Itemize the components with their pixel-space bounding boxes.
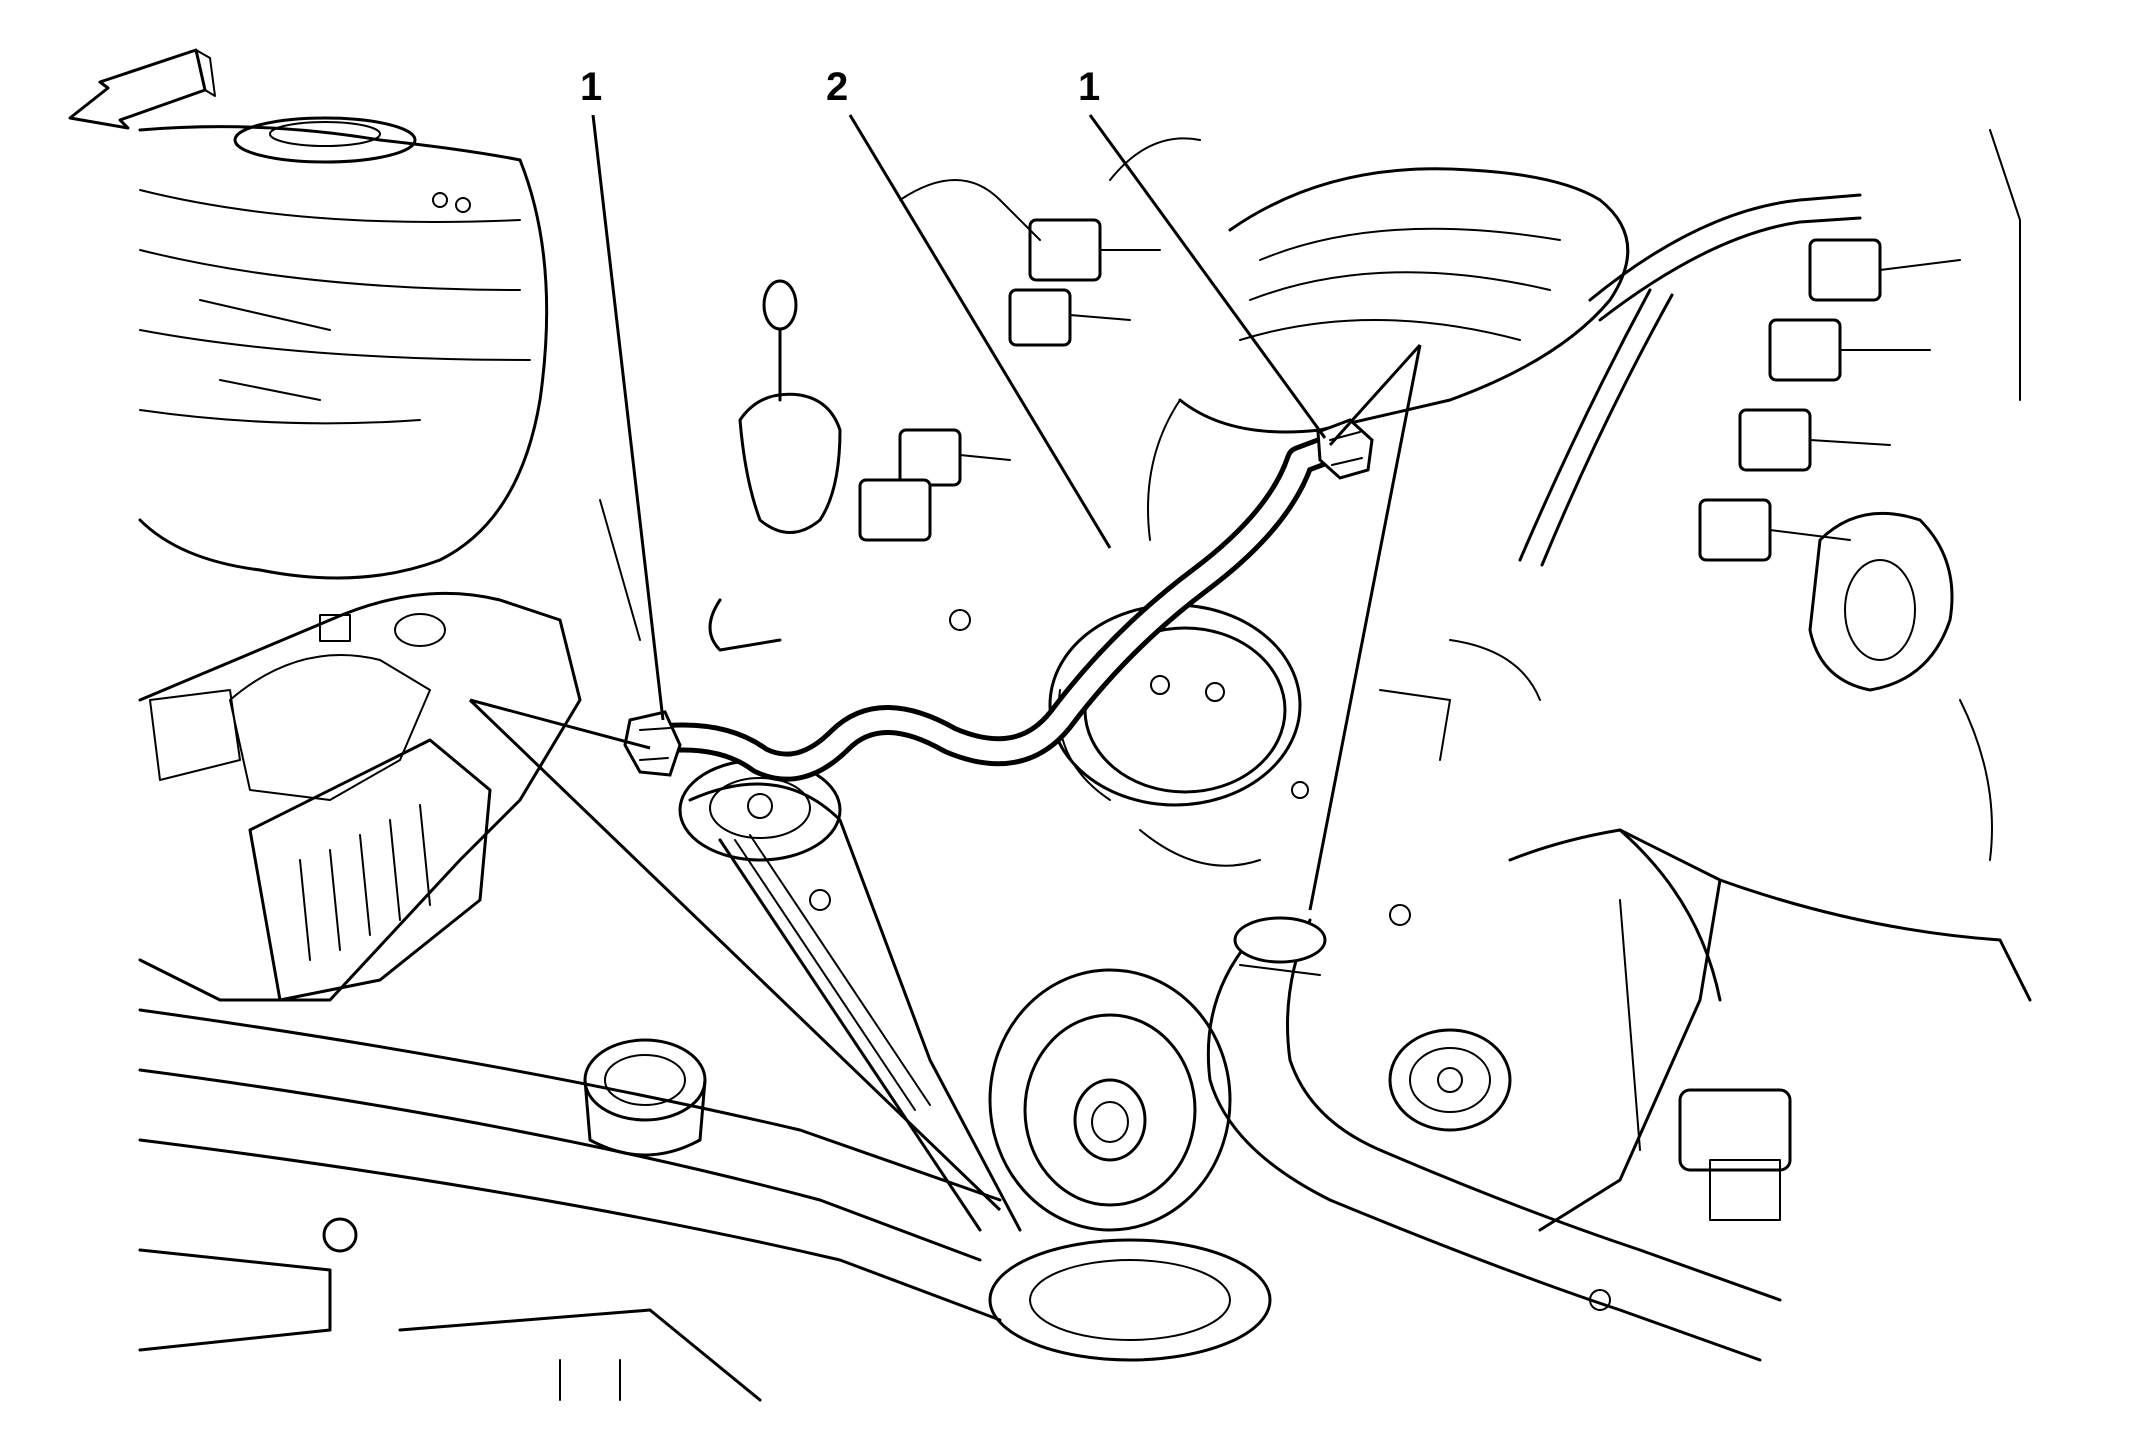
hose-clip-right (1316, 418, 1374, 480)
air-intake-duct (1508, 828, 2032, 1232)
hose-clip-left (623, 710, 682, 777)
callout-1-right: 1 (1078, 65, 1100, 109)
serpentine-belt (688, 782, 1022, 1232)
intake-manifold (1147, 167, 1630, 541)
callout-1-left: 1 (580, 65, 602, 109)
heater-hose (635, 430, 1355, 782)
crankshaft-pulley (988, 1238, 1272, 1362)
ignition-coils-right (1698, 238, 1961, 692)
engine-detail-lines (599, 129, 2021, 1311)
radiator-hose (1206, 916, 1782, 1362)
coolant-outlet (583, 1038, 707, 1157)
idler-pulley-right (1388, 1028, 1512, 1132)
water-pump-pulley (988, 968, 1232, 1232)
coolant-reservoir (138, 116, 549, 580)
leader-lines (468, 114, 1422, 1212)
ignition-coils-left (858, 218, 1161, 542)
radiator-support (138, 1008, 1002, 1402)
fuel-rail-pipe (1518, 193, 1862, 567)
front-direction-arrow-icon (68, 48, 216, 130)
callout-2: 2 (826, 65, 848, 109)
underhood-fuse-block (138, 591, 582, 1002)
oil-dipstick (738, 279, 842, 534)
